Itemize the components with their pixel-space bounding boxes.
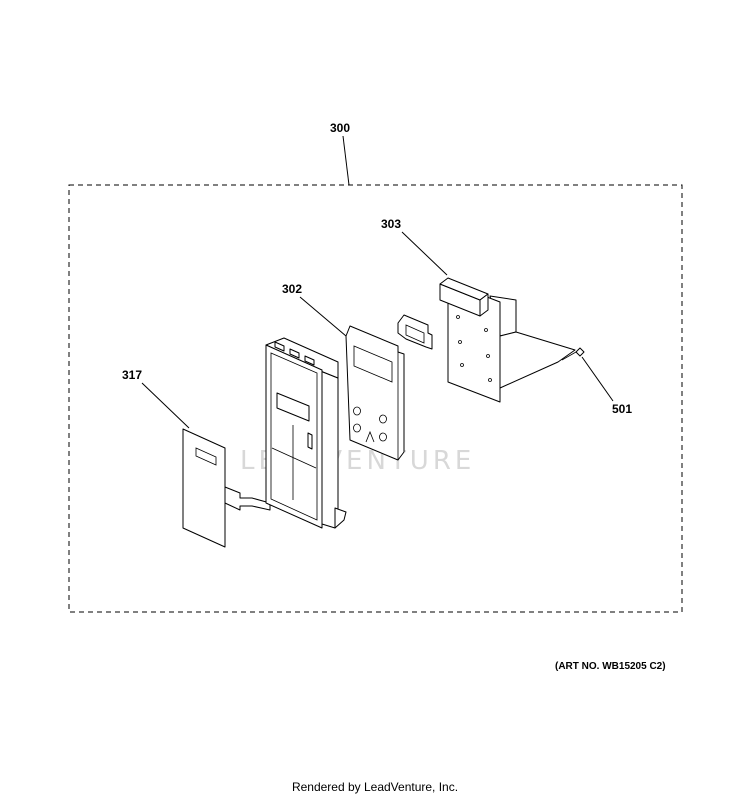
board-component-6 [488,378,492,382]
callout-302[interactable]: 302 [282,282,347,337]
art-number: (ART NO. WB15205 C2) [555,661,666,672]
leader-line-302 [299,296,347,337]
callout-label-317: 317 [122,368,142,382]
board-component-1 [456,315,460,319]
frame-top-tab-1 [274,341,285,352]
leader-line-501 [581,356,614,402]
frame-keypad-divider-h [271,447,317,469]
callout-300[interactable]: 300 [330,121,350,186]
callout-label-300: 300 [330,121,350,135]
touchpad-display-window [195,447,217,466]
frame-front-face [265,344,323,529]
bracket-arrow-mark [365,430,375,443]
clip-body [397,314,433,350]
part-317-touchpad[interactable] [182,428,271,548]
screw-shaft [561,351,577,361]
board-mounting-plate [499,331,576,389]
board-display-side [479,293,489,317]
leader-line-317 [141,382,190,429]
callout-303[interactable]: 303 [381,217,448,276]
callout-501[interactable]: 501 [581,356,632,416]
assembly-boundary [68,184,683,613]
frame-top-tab-2 [289,348,300,359]
bracket-hole-3 [353,423,361,433]
board-component-3 [458,340,462,344]
frame-bottom-foot [334,507,347,529]
board-component-4 [486,354,490,358]
callout-label-501: 501 [612,402,632,416]
frame-inner-border [270,352,318,521]
clip-opening [405,324,425,344]
callout-317[interactable]: 317 [122,368,190,429]
part-clip[interactable] [397,314,433,350]
leader-line-303 [401,231,448,276]
bracket-hole-1 [353,406,361,416]
callout-label-302: 302 [282,282,302,296]
part-303-control-board[interactable] [439,277,576,403]
part-302-bracket[interactable] [345,325,405,461]
frame-latch [307,432,313,450]
board-component-2 [484,328,488,332]
bracket-hole-4 [379,432,387,442]
frame-display-window [276,392,310,422]
frame-top-tab-3 [304,355,315,366]
touchpad-membrane [182,428,226,548]
leader-line-300 [342,135,350,186]
board-component-5 [460,363,464,367]
part-control-panel-frame[interactable] [265,337,347,529]
bracket-hole-2 [379,414,387,424]
callout-label-303: 303 [381,217,401,231]
bracket-window [353,345,393,383]
part-501-screw[interactable] [561,347,585,361]
screw-head [575,347,585,357]
rendered-by-footer: Rendered by LeadVenture, Inc. [291,780,459,794]
touchpad-ribbon-cable [224,486,271,511]
